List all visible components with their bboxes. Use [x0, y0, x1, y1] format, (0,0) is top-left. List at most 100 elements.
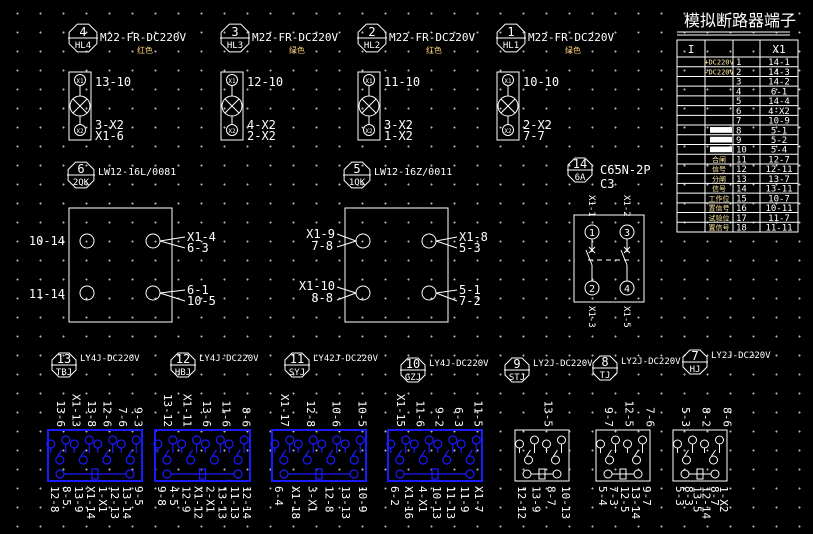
- breaker-bottom-connection: X1-3: [586, 306, 596, 328]
- wire-line: [57, 449, 63, 457]
- lamp-bottom-connection: 3-X2: [384, 118, 413, 132]
- item-number: 14: [573, 157, 587, 171]
- terminal-x1-icon: [363, 74, 375, 86]
- switch-contact-icon: [145, 233, 161, 249]
- relay-top-connection: X1-13: [69, 394, 82, 427]
- relay-box: [47, 429, 143, 482]
- row-terminal-number: 14: [736, 185, 747, 195]
- relay-terminal-icon: [200, 439, 210, 449]
- relay-bottom-connection: 1-X1: [96, 486, 109, 513]
- relay-bottom-connection: 13-5: [691, 486, 704, 513]
- lamp-bottom-connection: 2-X2: [247, 129, 276, 143]
- row-signal-label: 信号: [712, 184, 726, 193]
- relay-terminal-icon: [401, 435, 411, 445]
- switch-contact-icon: [355, 285, 371, 301]
- lamp-top-connection: 10-10: [523, 75, 559, 89]
- terminal-x2-icon: [363, 124, 375, 136]
- fill-block: [710, 146, 732, 153]
- wire-line: [304, 449, 310, 457]
- relay-bottom-connection: 3-X1: [306, 486, 319, 513]
- wire-line: [397, 449, 403, 457]
- switch-left-connection: X1-10: [299, 279, 335, 293]
- relay-terminal-icon: [317, 439, 327, 449]
- row-x1-connection: 13-11: [765, 185, 792, 195]
- switch-right-connection: 6-1: [187, 283, 209, 297]
- relay-terminal-icon: [239, 435, 249, 445]
- relay-bottom-connection: 8-5: [60, 486, 73, 506]
- lamp-color: 绿色: [289, 45, 305, 55]
- row-terminal-number: 4: [736, 87, 741, 97]
- relay-terminal-icon: [108, 435, 118, 445]
- coil-terminal-icon: [552, 469, 562, 479]
- switch-contact-icon: [79, 285, 95, 301]
- relay-bottom-connection: 2-X1: [204, 486, 217, 513]
- row-terminal-number: 17: [736, 214, 747, 224]
- wire-line: [588, 246, 596, 254]
- wire-line: [351, 449, 357, 457]
- relay-bottom-connection: 12-14: [240, 486, 253, 519]
- relay-top-connection: 6-3: [452, 407, 465, 427]
- switch-contact-icon: [421, 233, 437, 249]
- relay-terminal-icon: [682, 455, 691, 465]
- relay-top-connection: 9-3: [131, 407, 144, 427]
- balloon-outline: [220, 23, 250, 53]
- relay-terminal-icon: [332, 435, 342, 445]
- relay-bottom-connection: 8-7: [708, 486, 721, 506]
- wire-line: [127, 449, 133, 457]
- wire-line: [620, 249, 628, 266]
- lamp-box: [357, 71, 381, 141]
- relay-bottom-connection: 9-7: [640, 486, 653, 506]
- row-signal-label: 合闸: [712, 155, 726, 164]
- relay-model: LY2J-DC220V: [533, 359, 593, 369]
- wire-line: [159, 240, 186, 249]
- row-terminal-number: 10: [736, 146, 747, 156]
- relay-terminal-icon: [125, 455, 135, 465]
- table-header-x1: X1: [772, 43, 785, 56]
- terminal-x2-label: X2: [504, 128, 512, 135]
- breaker-bottom-connection: X1-5: [621, 306, 631, 328]
- relay-terminal-icon: [433, 439, 443, 449]
- relay-coil-icon: [315, 468, 323, 480]
- balloon-outline: [400, 357, 426, 383]
- wire-line: [634, 449, 639, 457]
- relay-terminal-icon: [355, 435, 365, 445]
- relay-bottom-connection: 5-4: [596, 486, 609, 506]
- lamp-bottom-connection: 4-X2: [247, 118, 276, 132]
- switch-contact-icon: [145, 285, 161, 301]
- wire-line: [607, 449, 612, 457]
- item-number: 4: [79, 25, 86, 39]
- relay-bottom-connection: X1-12: [191, 486, 204, 519]
- item-code: GZJ: [405, 373, 421, 383]
- wire-line: [211, 449, 217, 457]
- terminal-x1-label: X1: [228, 78, 236, 85]
- row-terminal-number: 2: [736, 68, 741, 78]
- lamp-bottom-connection: 2-X2: [523, 118, 552, 132]
- terminal-x2-label: X2: [76, 128, 84, 135]
- relay-terminal-icon: [471, 435, 481, 445]
- row-signal-label: 工作位: [709, 194, 730, 203]
- wire-line: [164, 449, 170, 457]
- item-code: STJ: [509, 373, 525, 383]
- row-x1-connection: 12-7: [768, 155, 790, 165]
- relay-top-connection: 12-8: [304, 401, 317, 428]
- terminal-block-title: 模拟断路器端子: [684, 11, 796, 30]
- row-x1-connection: 11-11: [765, 224, 792, 234]
- balloon-outline: [504, 357, 530, 383]
- coil-terminal-icon: [55, 469, 65, 479]
- row-x1-connection: 5-2: [771, 136, 787, 146]
- relay-top-connection: 9-7: [602, 407, 615, 427]
- balloon-outline: [68, 23, 98, 53]
- relay-box: [154, 429, 251, 482]
- relay-bottom-connection: 13-9: [530, 486, 543, 513]
